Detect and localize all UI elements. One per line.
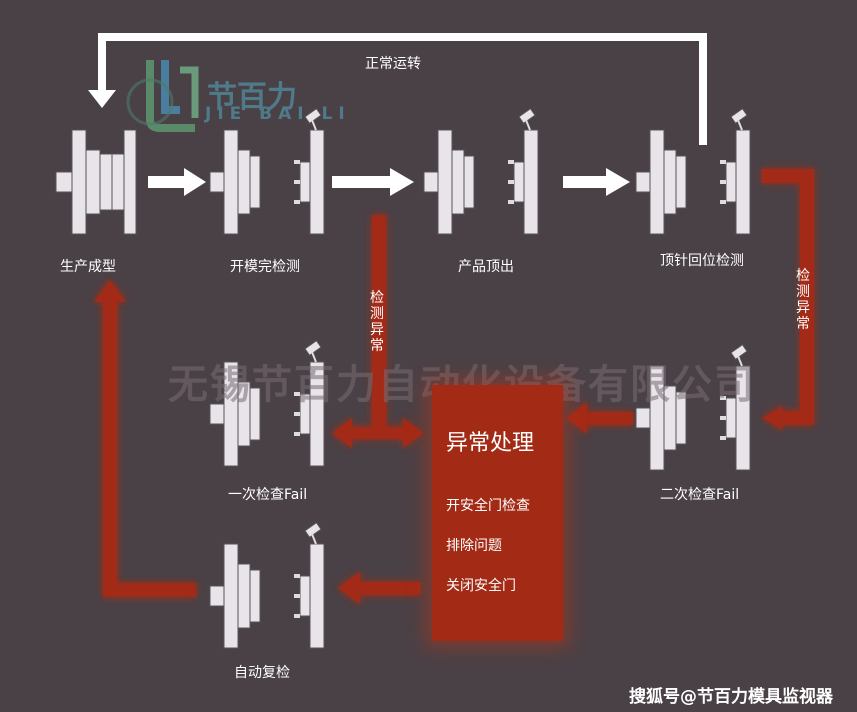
flow-arrow-3 xyxy=(563,168,630,196)
stage-second-fail-label: 二次检查Fail xyxy=(660,487,740,503)
footer-credit: 搜狐号@节百力模具监视器 xyxy=(629,687,833,707)
anomaly-arrow-right xyxy=(762,169,814,430)
flow-arrow-1 xyxy=(148,168,206,196)
flow-arrow-2 xyxy=(332,168,414,196)
camera-icon xyxy=(304,522,322,545)
stage-open-check-label: 开模完检测 xyxy=(230,259,300,275)
handler-step: 关闭安全门 xyxy=(446,578,516,594)
camera-icon xyxy=(304,340,322,363)
normal-operation-label: 正常运转 xyxy=(365,56,421,72)
handler-step: 排除问题 xyxy=(446,538,502,554)
anomaly-handler-box: 异常处理 开安全门检查 排除问题 关闭安全门 xyxy=(432,385,563,641)
mold-open-check-icon xyxy=(209,108,325,235)
camera-icon xyxy=(304,108,322,131)
camera-icon xyxy=(518,108,536,131)
stage-first-fail-label: 一次检查Fail xyxy=(228,487,308,503)
mold-pin-return-icon xyxy=(635,108,751,235)
mold-first-fail-icon xyxy=(209,340,325,467)
mold-molding-icon xyxy=(55,129,137,235)
camera-icon xyxy=(730,344,748,367)
logo-mark-icon xyxy=(126,60,199,132)
anomaly-label-right: 检测异常 xyxy=(796,268,810,332)
second-fail-to-handler-arrow xyxy=(567,402,633,434)
mold-second-fail-icon xyxy=(635,344,751,471)
logo-chinese-text: 节百力 xyxy=(207,80,297,115)
camera-icon xyxy=(730,108,748,131)
mold-eject-icon xyxy=(423,108,539,235)
stage-pin-return-label: 顶针回位检测 xyxy=(660,253,744,269)
normal-loop-arrow xyxy=(88,33,707,145)
anomaly-arrow-left xyxy=(332,215,423,448)
anomaly-label-left: 检测异常 xyxy=(370,290,384,354)
stage-eject-label: 产品顶出 xyxy=(458,259,514,275)
logo-english-text: JIE BAI LI xyxy=(205,104,351,124)
recheck-to-molding-arrow xyxy=(94,280,196,597)
handler-step: 开安全门检查 xyxy=(446,498,530,514)
handler-to-recheck-arrow xyxy=(338,572,420,604)
stage-auto-recheck-label: 自动复检 xyxy=(234,665,290,681)
stage-molding-label: 生产成型 xyxy=(60,259,116,275)
handler-title: 异常处理 xyxy=(446,431,535,456)
mold-auto-recheck-icon xyxy=(209,522,325,649)
